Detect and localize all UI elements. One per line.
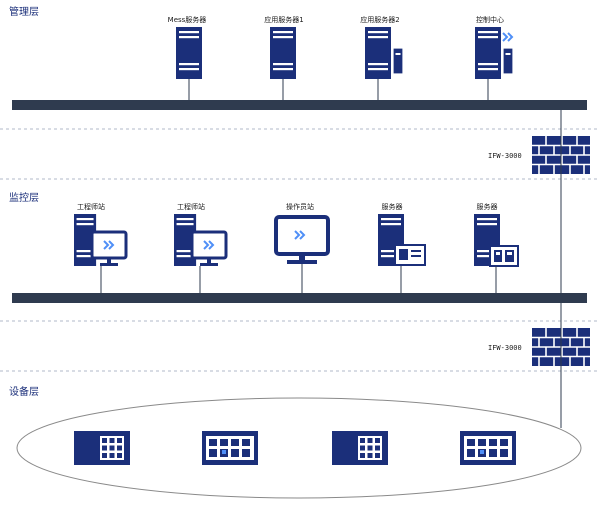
server-panel-icon xyxy=(474,214,519,267)
mon-node-operator-station: 操作员站 xyxy=(274,202,330,293)
server-tower-arrows-icon xyxy=(475,27,514,79)
server-display-icon xyxy=(378,214,426,266)
mgmt-node-app-server-1: 应用服务器1 xyxy=(264,15,304,100)
node-label: 应用服务器2 xyxy=(360,15,399,24)
mon-node-server-2: 服务器 xyxy=(474,202,519,293)
grid-controller-icon xyxy=(332,431,388,465)
mon-node-server-1: 服务器 xyxy=(378,202,426,293)
device-2 xyxy=(202,431,258,465)
mon-node-engineer-station-2: 工程师站 xyxy=(174,202,226,293)
node-label: 工程师站 xyxy=(77,202,105,211)
operator-monitor-icon xyxy=(274,215,330,264)
node-label: 服务器 xyxy=(477,202,498,211)
mgmt-node-control-center: 控制中心 xyxy=(475,15,514,100)
server-tower-icon xyxy=(176,27,202,79)
management-bus xyxy=(12,100,587,110)
mon-node-engineer-station-1: 工程师站 xyxy=(74,202,126,293)
server-tower-card-icon xyxy=(365,27,404,79)
module-rack-icon xyxy=(460,431,516,465)
node-label: Mess服务器 xyxy=(168,15,207,24)
firewall-label: IFW-3000 xyxy=(488,344,522,352)
device-1 xyxy=(74,431,130,465)
firewall-1: IFW-3000 xyxy=(488,135,591,175)
engineer-workstation-icon xyxy=(174,214,226,266)
layer-title-device: 设备层 xyxy=(9,385,39,398)
device-network-ellipse xyxy=(16,397,582,499)
module-rack-icon xyxy=(202,431,258,465)
device-3 xyxy=(332,431,388,465)
layer-title-management: 管理层 xyxy=(9,5,39,18)
mgmt-node-app-server-2: 应用服务器2 xyxy=(360,15,404,100)
engineer-workstation-icon xyxy=(74,214,126,266)
mgmt-node-mess-server: Mess服务器 xyxy=(168,15,207,100)
monitoring-bus xyxy=(12,293,587,303)
firewall-2: IFW-3000 xyxy=(488,327,591,367)
node-label: 应用服务器1 xyxy=(264,15,303,24)
firewall-label: IFW-3000 xyxy=(488,152,522,160)
layer-title-monitoring: 监控层 xyxy=(9,191,39,204)
node-label: 操作员站 xyxy=(286,202,314,211)
grid-controller-icon xyxy=(74,431,130,465)
device-4 xyxy=(460,431,516,465)
node-label: 服务器 xyxy=(382,202,403,211)
node-label: 工程师站 xyxy=(177,202,205,211)
node-label: 控制中心 xyxy=(476,15,504,24)
server-tower-icon xyxy=(270,27,296,79)
